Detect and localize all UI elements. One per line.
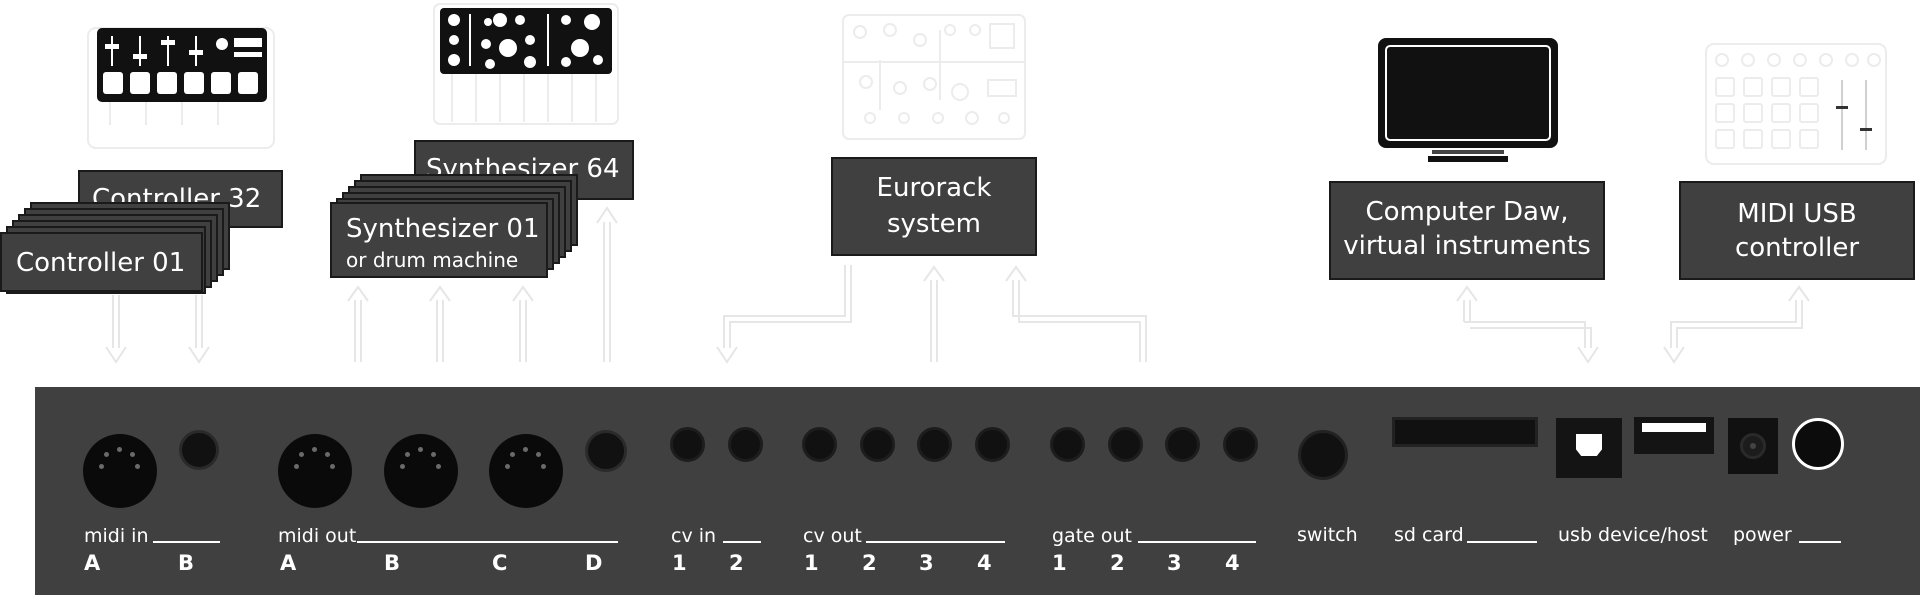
gate-out-4-jack[interactable] [1223, 427, 1258, 462]
power-switch-button[interactable] [1792, 418, 1844, 470]
cv-out-2-jack[interactable] [860, 427, 895, 462]
cv-in-1-jack[interactable] [670, 427, 705, 462]
pad-controller-illustration [1705, 43, 1887, 165]
midi-usb-controller-sublabel: controller [1734, 233, 1860, 263]
synthesizer-illustration [433, 3, 619, 125]
cv-out-4-jack[interactable] [975, 427, 1010, 462]
midi-out-d-jack[interactable] [585, 430, 627, 472]
gate-out-2-jack[interactable] [1108, 427, 1143, 462]
power-label: power [1733, 524, 1792, 546]
gate-out-label: gate out [1052, 525, 1132, 547]
cv-out-3-jack[interactable] [917, 427, 952, 462]
midi-in-port-b: B [178, 551, 195, 575]
midi-out-label: midi out [278, 525, 357, 547]
synthesizer-01-box: Synthesizer 01 or drum machine [330, 202, 548, 278]
cv-in-port-2: 2 [729, 551, 744, 575]
power-dc-jack[interactable] [1728, 418, 1778, 474]
midi-in-underline [153, 541, 220, 543]
power-underline [1799, 541, 1841, 543]
cv-in-label: cv in [671, 525, 717, 547]
gate-out-underline [1138, 541, 1256, 543]
controller-01-box: Controller 01 [0, 232, 203, 292]
computer-daw-sublabel: virtual instruments [1343, 231, 1591, 261]
midi-out-port-b: B [384, 551, 401, 575]
footswitch-jack[interactable] [1298, 430, 1348, 480]
sd-card-slot[interactable] [1392, 417, 1538, 447]
midi-out-c-din-jack[interactable] [489, 434, 563, 508]
midi-usb-controller-box: MIDI USB controller [1679, 181, 1915, 280]
cv-out-port-2: 2 [862, 551, 877, 575]
midi-out-underline [357, 541, 618, 543]
power-dc-jack-hole [1740, 433, 1766, 459]
gate-out-port-2: 2 [1110, 551, 1125, 575]
eurorack-label: Eurorack [876, 173, 992, 203]
cv-out-label: cv out [803, 525, 862, 547]
power-dc-jack-pin [1750, 443, 1756, 449]
computer-daw-box: Computer Daw, virtual instruments [1329, 181, 1605, 280]
midi-out-port-a: A [280, 551, 297, 575]
cv-out-port-3: 3 [919, 551, 934, 575]
midi-in-label: midi in [84, 525, 149, 547]
midi-in-a-din-jack[interactable] [83, 434, 157, 508]
eurorack-illustration [842, 14, 1026, 140]
midi-in-port-a: A [84, 551, 101, 575]
cv-out-port-4: 4 [977, 551, 992, 575]
cv-in-2-jack[interactable] [728, 427, 763, 462]
cv-out-port-1: 1 [804, 551, 819, 575]
usb-a-port-inner [1642, 423, 1706, 432]
midi-out-a-din-jack[interactable] [278, 434, 352, 508]
synthesizer-01-label: Synthesizer 01 [346, 214, 540, 244]
eurorack-sublabel: system [887, 209, 981, 239]
gate-out-port-4: 4 [1225, 551, 1240, 575]
midi-out-port-d: D [585, 551, 603, 575]
cv-out-underline [866, 541, 1005, 543]
usb-b-port-inner [1576, 434, 1602, 456]
midi-usb-controller-label: MIDI USB [1737, 199, 1857, 229]
gate-out-port-1: 1 [1052, 551, 1067, 575]
switch-label: switch [1297, 524, 1358, 546]
gate-out-port-3: 3 [1167, 551, 1182, 575]
cv-in-underline [723, 541, 761, 543]
controller-illustration [87, 27, 275, 149]
synthesizer-01-sublabel: or drum machine [346, 248, 519, 272]
usb-b-device-port[interactable] [1556, 418, 1622, 478]
monitor-illustration [1378, 38, 1558, 162]
cv-in-port-1: 1 [672, 551, 687, 575]
gate-out-3-jack[interactable] [1165, 427, 1200, 462]
eurorack-box: Eurorack system [831, 157, 1037, 256]
usb-a-host-port[interactable] [1634, 417, 1714, 454]
sd-card-label: sd card [1394, 524, 1464, 546]
midi-out-b-din-jack[interactable] [384, 434, 458, 508]
gate-out-1-jack[interactable] [1050, 427, 1085, 462]
cv-out-1-jack[interactable] [802, 427, 837, 462]
computer-daw-label: Computer Daw, [1365, 197, 1569, 227]
controller-01-label: Controller 01 [16, 248, 186, 278]
midi-in-b-jack[interactable] [179, 430, 219, 470]
midi-out-port-c: C [492, 551, 508, 575]
usb-label: usb device/host [1558, 524, 1708, 546]
sd-card-underline [1467, 541, 1537, 543]
